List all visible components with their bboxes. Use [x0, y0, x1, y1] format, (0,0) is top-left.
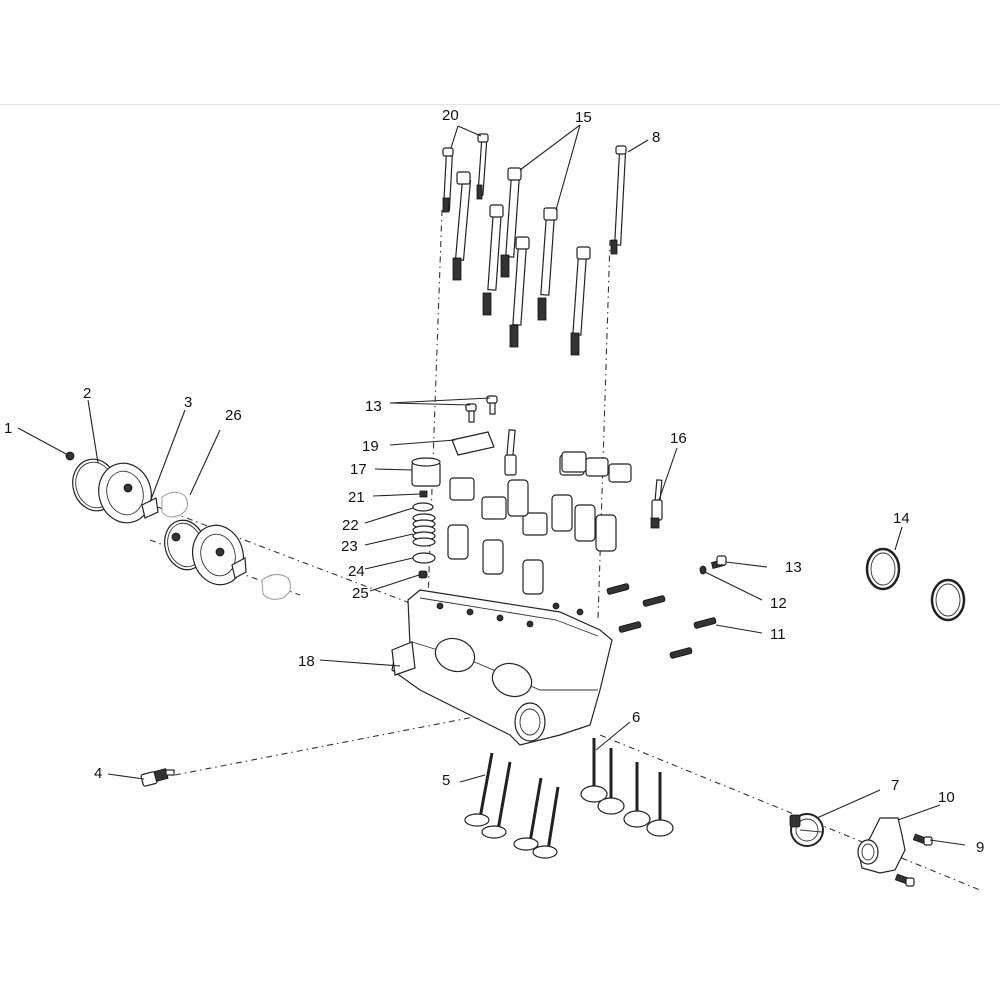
- bolt-20a[interactable]: [442, 147, 454, 213]
- bolt-13-right[interactable]: [710, 555, 727, 569]
- callout-6[interactable]: 6: [632, 709, 640, 726]
- valve-train-left: [411, 457, 441, 579]
- bolt-8[interactable]: [610, 145, 627, 255]
- callout-13-top[interactable]: 13: [365, 398, 382, 415]
- callout-2[interactable]: 2: [83, 385, 91, 402]
- seal-25[interactable]: [418, 570, 428, 579]
- callout-12[interactable]: 12: [770, 595, 787, 612]
- callout-4[interactable]: 4: [94, 765, 102, 782]
- valve-train-cluster: [447, 429, 632, 595]
- sensor-axis: [174, 709, 511, 776]
- callout-9[interactable]: 9: [976, 839, 984, 856]
- temperature-sensor-4[interactable]: [140, 768, 175, 787]
- intake-boot-assembly-1[interactable]: [65, 451, 159, 529]
- bolt-axis-left: [427, 209, 443, 601]
- head-bolts: [442, 133, 627, 356]
- callout-labels: 1 2 3 4 5 6 7 8 9 10 11 12 13 13 14 15 1…: [4, 107, 984, 856]
- bolt-15d[interactable]: [537, 207, 558, 321]
- header-divider: [0, 104, 1000, 105]
- bolt-15c[interactable]: [482, 204, 504, 316]
- callout-10[interactable]: 10: [938, 789, 955, 806]
- exhaust-gasket-14b[interactable]: [930, 578, 966, 622]
- seat-24[interactable]: [412, 552, 436, 564]
- keeper-21[interactable]: [419, 490, 428, 498]
- callout-11[interactable]: 11: [770, 626, 786, 643]
- spark-plug-center[interactable]: [504, 429, 517, 476]
- callout-18[interactable]: 18: [298, 653, 315, 670]
- plate-19[interactable]: [451, 431, 495, 456]
- thermostat-7[interactable]: [789, 813, 824, 847]
- thermostat-axis: [599, 734, 981, 891]
- exhaust-valves-6[interactable]: [580, 738, 674, 837]
- studs-11[interactable]: [606, 583, 717, 659]
- springs: [447, 479, 617, 595]
- bolt-9b[interactable]: [894, 873, 915, 887]
- cylinder-head-18[interactable]: [391, 589, 613, 746]
- callout-20[interactable]: 20: [442, 107, 459, 124]
- callout-8[interactable]: 8: [652, 129, 660, 146]
- callout-23[interactable]: 23: [341, 538, 358, 555]
- valve-bucket-17[interactable]: [411, 457, 441, 487]
- bolt-9a[interactable]: [912, 833, 933, 846]
- bolt-15a[interactable]: [452, 171, 472, 281]
- o-ring-26b[interactable]: [261, 574, 292, 600]
- intake-valves-5[interactable]: [464, 752, 560, 859]
- callout-19[interactable]: 19: [362, 438, 379, 455]
- bolt-axis-right: [597, 239, 611, 621]
- bolt-13b[interactable]: [486, 395, 498, 415]
- callout-5[interactable]: 5: [442, 772, 450, 789]
- callout-16[interactable]: 16: [670, 430, 687, 447]
- leader-lines: [17, 124, 966, 846]
- callout-21[interactable]: 21: [348, 489, 365, 506]
- callout-15[interactable]: 15: [575, 109, 592, 126]
- callout-14[interactable]: 14: [893, 510, 910, 527]
- callout-22[interactable]: 22: [342, 517, 359, 534]
- callout-13-right[interactable]: 13: [785, 559, 802, 576]
- callout-3[interactable]: 3: [184, 394, 192, 411]
- bolt-15e[interactable]: [509, 236, 530, 348]
- callout-17[interactable]: 17: [350, 461, 367, 478]
- spring-23[interactable]: [412, 513, 436, 547]
- o-ring-26a[interactable]: [161, 491, 189, 518]
- washer-12[interactable]: [699, 565, 707, 575]
- callout-24[interactable]: 24: [348, 563, 365, 580]
- callout-7[interactable]: 7: [891, 777, 899, 794]
- bolt-15b[interactable]: [500, 167, 522, 278]
- bolt-13a[interactable]: [465, 403, 477, 423]
- callout-25[interactable]: 25: [352, 585, 369, 602]
- retainer-22[interactable]: [412, 502, 434, 512]
- callout-1[interactable]: 1: [4, 420, 12, 437]
- bolt-20b[interactable]: [476, 133, 489, 200]
- callout-26[interactable]: 26: [225, 407, 242, 424]
- intake-boot-assembly-2[interactable]: [159, 516, 250, 591]
- spark-plug-16[interactable]: [650, 479, 663, 529]
- exhaust-gasket-14a[interactable]: [865, 547, 901, 591]
- bolt-15f[interactable]: [570, 246, 591, 356]
- thermostat-housing-10[interactable]: [857, 817, 906, 874]
